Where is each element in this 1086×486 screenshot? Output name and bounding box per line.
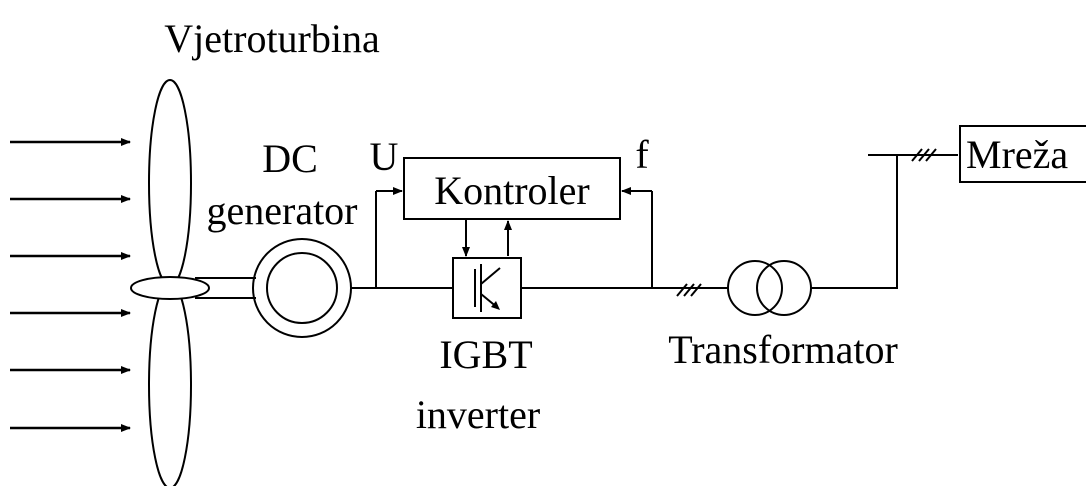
turbine-label: Vjetroturbina — [164, 16, 380, 61]
transformer-label: Transformator — [668, 327, 898, 372]
igbt-inverter-symbol — [452, 257, 522, 319]
wind-arrows — [10, 138, 131, 432]
igbt-label: IGBT — [439, 332, 532, 377]
dc-label: DC — [262, 136, 318, 181]
inverter-label: inverter — [416, 392, 540, 437]
turbine-blade-upper — [148, 79, 192, 287]
voltage-label: U — [370, 134, 399, 179]
dc-generator-symbol — [252, 238, 352, 338]
generator-label: generator — [206, 188, 357, 233]
wiring — [351, 148, 958, 297]
controller-box: Kontroler — [403, 157, 621, 220]
grid-box: Mreža — [959, 125, 1086, 183]
controller-label: Kontroler — [434, 168, 590, 213]
turbine-shaft — [130, 276, 256, 300]
controller-arrows — [376, 187, 652, 257]
transformer-symbol — [727, 260, 812, 316]
grid-label: Mreža — [966, 132, 1068, 177]
turbine-hub — [130, 276, 210, 300]
frequency-label: f — [635, 132, 649, 177]
turbine-blade-lower — [148, 281, 192, 486]
